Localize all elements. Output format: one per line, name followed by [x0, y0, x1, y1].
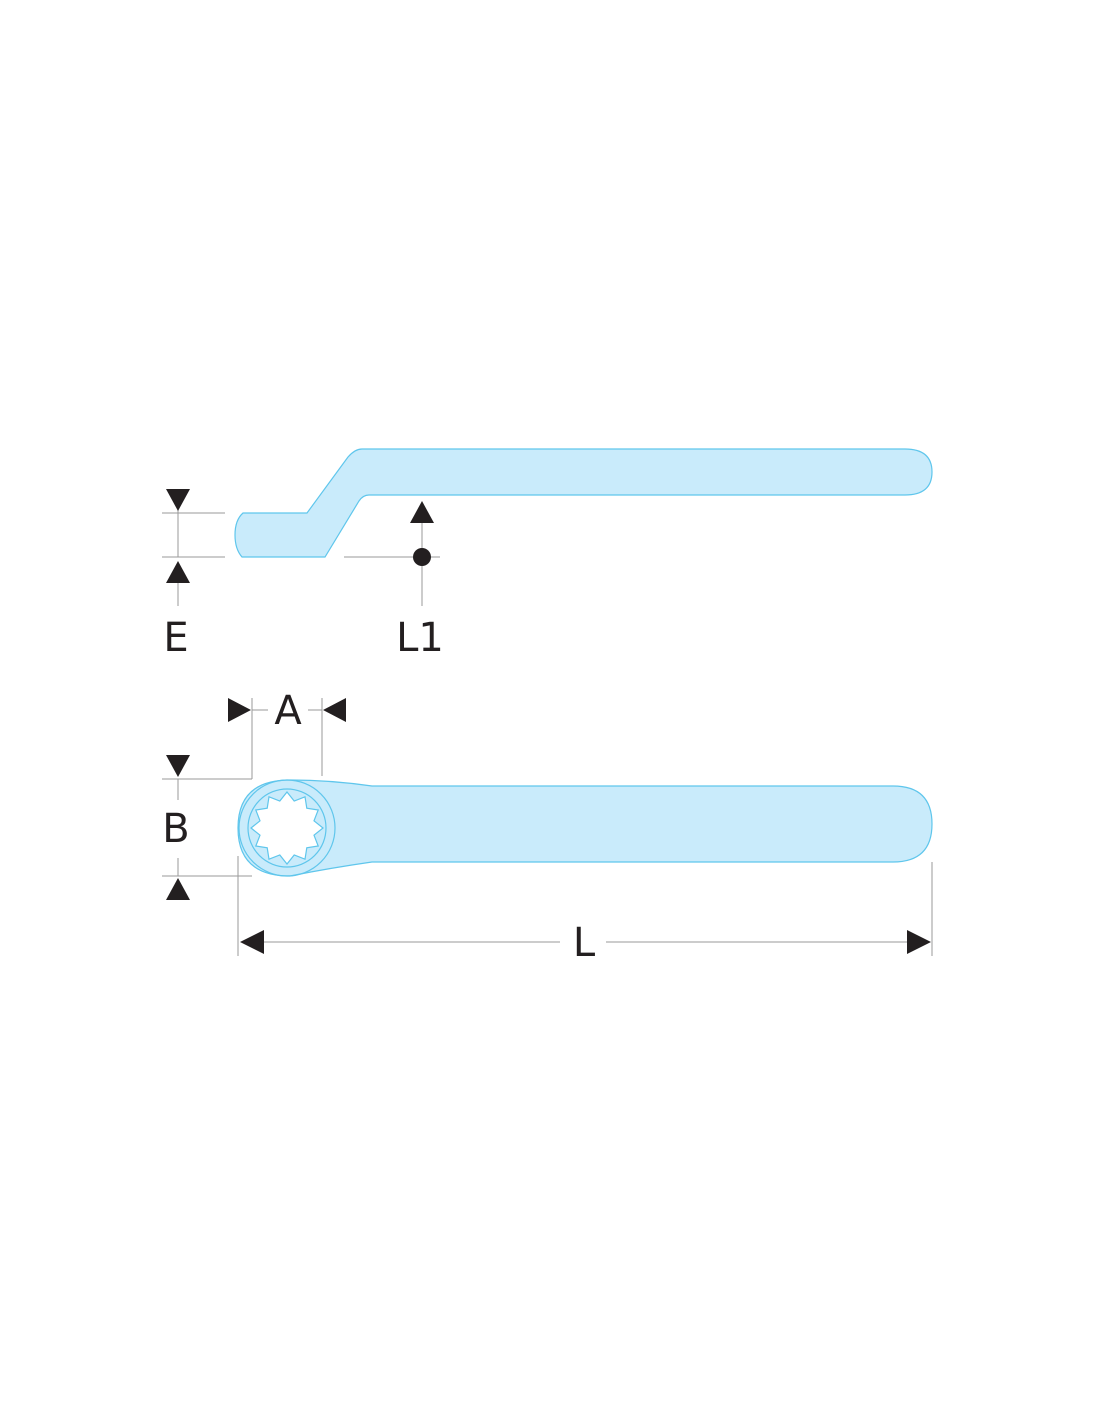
label-e: E: [163, 615, 188, 661]
arrow-b-down: [166, 755, 190, 777]
arrow-a-left: [323, 698, 346, 722]
dimension-e: E: [162, 489, 225, 661]
arrow-e-up: [166, 561, 190, 583]
dimension-b: B: [162, 755, 252, 900]
arrow-e-down: [166, 489, 190, 511]
ring-head-outer-rim: [238, 779, 336, 877]
wrench-top-profile: [237, 779, 933, 877]
dimension-a: A: [228, 688, 346, 779]
label-b: B: [162, 806, 189, 852]
label-a: A: [274, 688, 302, 734]
datum-point-l1: [413, 548, 431, 566]
label-l: L: [573, 920, 596, 966]
label-l1: L1: [396, 615, 444, 661]
dimension-l1: L1: [344, 501, 444, 661]
dimension-l: L: [237, 856, 933, 966]
ring-head-inner-rim: [247, 788, 327, 868]
arrow-l1-up: [410, 501, 434, 523]
arrow-b-up: [166, 878, 190, 900]
wrench-side-view: E L1: [162, 448, 933, 661]
twelve-point-socket: [250, 791, 324, 865]
arrow-a-right: [228, 698, 251, 722]
arrow-l-left: [240, 930, 264, 954]
arrow-l-right: [907, 930, 931, 954]
wrench-side-profile: [234, 448, 933, 558]
wrench-top-view: A B L: [162, 688, 933, 966]
